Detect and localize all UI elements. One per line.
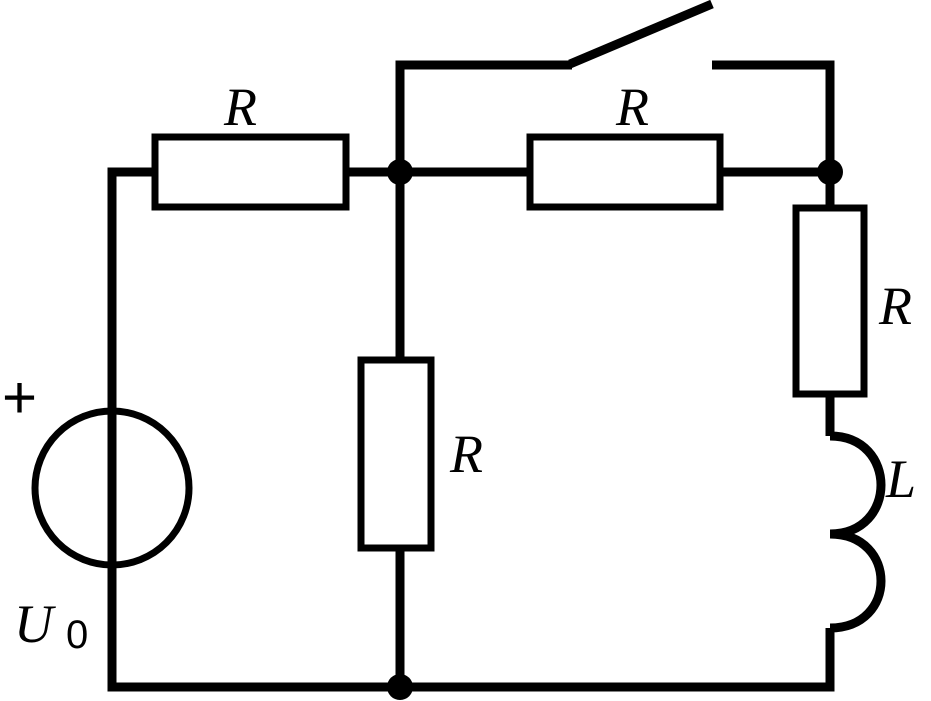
resistor-top-right	[526, 133, 724, 211]
label-inductor: L	[885, 449, 916, 509]
junction-dot-top-right	[817, 159, 843, 185]
source-polarity-plus: +	[2, 364, 37, 431]
resistor-top-left	[151, 133, 350, 211]
wire-bottom-right	[400, 628, 835, 692]
switch-blade	[568, 0, 714, 69]
label-source-u: U	[14, 594, 56, 654]
junction-dot-top-middle	[387, 159, 413, 185]
wire-top-segment-b	[720, 167, 835, 208]
label-r-middle: R	[449, 424, 483, 484]
wire-switch-left	[395, 60, 572, 172]
label-r-top-right: R	[615, 77, 649, 137]
label-source-subscript: 0	[66, 613, 88, 657]
junction-dot-bottom	[387, 674, 413, 700]
label-r-right: R	[878, 276, 912, 336]
inductor-coil	[829, 431, 886, 633]
wire-switch-right	[712, 60, 835, 172]
resistor-right	[792, 204, 868, 398]
label-r-top-left: R	[223, 77, 257, 137]
resistor-middle	[357, 356, 435, 552]
